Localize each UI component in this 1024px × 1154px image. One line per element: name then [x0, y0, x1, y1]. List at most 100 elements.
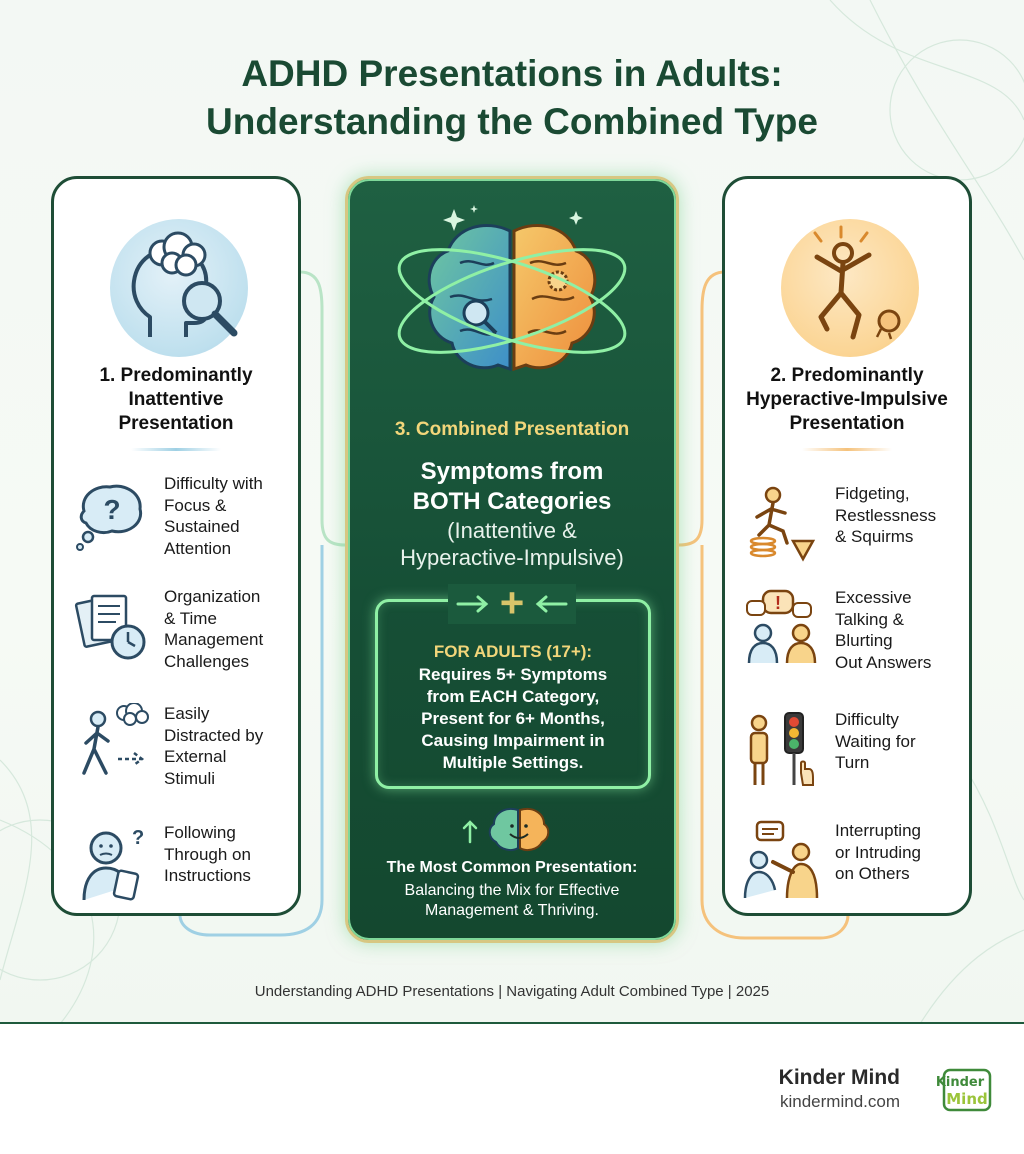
plus-symbol: +: [500, 584, 525, 624]
list-item: Fidgeting, Restlessness & Squirms: [743, 483, 969, 583]
item-text: Difficulty with Focus & Sustained Attent…: [164, 473, 298, 559]
item-line: Easily: [164, 704, 210, 723]
background-decoration: [0, 0, 1024, 1024]
item-text: Easily Distracted by External Stimuli: [164, 703, 298, 789]
brand-name: Kinder Mind: [778, 1066, 900, 1089]
item-line: Following: [164, 823, 236, 842]
heading-divider: [802, 448, 892, 451]
item-line: Talking &: [835, 609, 904, 629]
item-line: Through on: [164, 844, 251, 864]
svg-text:?: ?: [103, 494, 120, 525]
criteria-line: from EACH Category,: [426, 687, 600, 706]
combined-footer-text: Balancing the Mix for Effective Manageme…: [348, 881, 676, 921]
list-item: ! Excessive Talking & Blurting Out Answe…: [743, 587, 969, 687]
adult-criteria-box: FOR ADULTS (17+): Requires 5+ Symptoms f…: [375, 599, 651, 789]
combined-heading: 3. Combined Presentation: [394, 419, 630, 440]
item-text: Following Through on Instructions: [164, 822, 298, 887]
item-line: Fidgeting,: [835, 484, 910, 503]
item-line: Attention: [164, 538, 232, 558]
item-line: Turn: [835, 753, 870, 772]
item-line: Restlessness: [835, 505, 937, 525]
footer-line: Management & Thriving.: [424, 902, 599, 919]
combined-lead: Symptoms from BOTH Categories: [348, 457, 676, 517]
head-magnifier-icon: [110, 219, 248, 357]
item-line: Stimuli: [164, 768, 216, 788]
footer-divider: [0, 1022, 1024, 1024]
inattentive-heading: 1. Predominantly Inattentive Presentatio…: [64, 364, 288, 436]
hyperactive-heading: 2. Predominantly Hyperactive-Impulsive P…: [735, 364, 959, 436]
list-item: Interrupting or Intruding on Others: [743, 820, 969, 920]
inattentive-panel: 1. Predominantly Inattentive Presentatio…: [51, 176, 301, 916]
sub-line: (Inattentive &: [447, 518, 577, 543]
interrupting-people-icon: [743, 820, 819, 899]
item-line: Challenges: [164, 651, 250, 671]
item-text: Excessive Talking & Blurting Out Answers: [835, 587, 969, 673]
heading-line: Presentation: [789, 413, 905, 434]
item-line: Waiting for: [835, 731, 916, 751]
combined-footer-title: The Most Common Presentation:: [386, 859, 638, 876]
heading-line: 2. Predominantly: [770, 365, 924, 386]
lead-line: BOTH Categories: [412, 488, 612, 515]
talking-people-exclamation-icon: !: [746, 589, 817, 664]
connector-lines: [178, 270, 850, 940]
traffic-light-person-icon: [749, 712, 814, 786]
item-line: Difficulty: [835, 710, 899, 729]
item-text: Fidgeting, Restlessness & Squirms: [835, 483, 969, 548]
question-bubble-icon: ?: [76, 484, 143, 551]
footer-caption: Understanding ADHD Presentations | Navig…: [254, 983, 770, 1000]
two-color-brain-icon: [397, 205, 627, 372]
item-line: Instructions: [164, 866, 251, 885]
title-line-2: Understanding the Combined Type: [206, 101, 818, 142]
item-text: Interrupting or Intruding on Others: [835, 820, 969, 885]
footer-line: Balancing the Mix for Effective: [404, 882, 620, 899]
item-line: Distracted by: [164, 725, 264, 745]
combined-subtitle: (Inattentive & Hyperactive-Impulsive): [348, 517, 676, 571]
hyperactive-panel: 2. Predominantly Hyperactive-Impulsive P…: [722, 176, 972, 916]
adult-criteria-text: Requires 5+ Symptoms from EACH Category,…: [378, 664, 648, 774]
item-line: Sustained: [164, 517, 240, 536]
adult-criteria-title: FOR ADULTS (17+):: [433, 642, 593, 661]
kinder-mind-logo: Kinder Mind: [936, 1068, 992, 1112]
list-item: Difficulty Waiting for Turn: [743, 709, 969, 809]
smiling-brain-icon: [462, 808, 550, 851]
item-line: Excessive: [835, 588, 912, 607]
brand-url[interactable]: kindermind.com: [780, 1092, 900, 1111]
infographic-area: ADHD Presentations in Adults: Understand…: [0, 0, 1024, 1024]
fidgeting-person-spring-icon: [749, 486, 816, 562]
combined-panel: 3. Combined Presentation Symptoms from B…: [345, 176, 679, 943]
heading-line: Inattentive: [128, 389, 224, 410]
list-item: Easily Distracted by External Stimuli: [72, 703, 298, 803]
heading-line: Hyperactive-Impulsive: [746, 389, 948, 410]
svg-text:!: !: [775, 593, 781, 613]
papers-clock-icon: [74, 594, 146, 660]
list-item: Organization & Time Management Challenge…: [72, 586, 298, 686]
list-item: ? Difficulty with Focus & Sustained Atte…: [72, 473, 298, 573]
item-line: Organization: [164, 587, 261, 606]
criteria-line: Present for 6+ Months,: [421, 709, 605, 728]
list-item: ? Following Through on Instructions: [72, 822, 298, 922]
item-line: Difficulty with: [164, 474, 263, 493]
heading-line: 1. Predominantly: [99, 365, 253, 386]
criteria-line: Requires 5+ Symptoms: [418, 665, 608, 684]
lead-line: Symptoms from: [420, 458, 604, 485]
sub-line: Hyperactive-Impulsive): [400, 545, 624, 570]
item-line: Interrupting: [835, 821, 921, 840]
jumping-person-ball-icon: [781, 219, 919, 357]
item-text: Difficulty Waiting for Turn: [835, 709, 969, 774]
item-line: Blurting: [835, 631, 893, 650]
svg-text:?: ?: [132, 827, 144, 849]
item-line: Management: [164, 630, 264, 649]
criteria-line: Causing Impairment in: [421, 731, 605, 750]
item-line: Out Answers: [835, 652, 932, 672]
heading-line: Presentation: [118, 413, 234, 434]
svg-text:Mind: Mind: [946, 1090, 987, 1108]
heading-divider: [131, 448, 221, 451]
criteria-line: Multiple Settings.: [442, 753, 584, 772]
item-line: on Others: [835, 864, 910, 883]
confused-person-tablet-icon: ?: [82, 827, 144, 901]
item-line: External: [164, 747, 227, 766]
item-line: or Intruding: [835, 842, 921, 862]
item-text: Organization & Time Management Challenge…: [164, 586, 298, 672]
plus-arrows: +: [448, 579, 576, 626]
item-line: Focus &: [164, 495, 227, 515]
